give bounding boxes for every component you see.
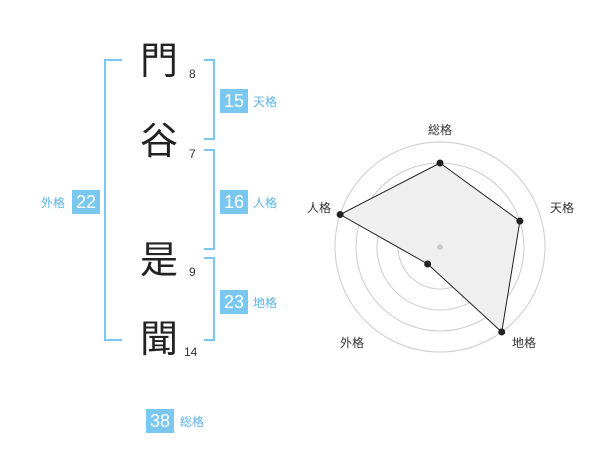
gaikaku-label: 外格 bbox=[41, 196, 66, 210]
name-char-2: 谷 bbox=[140, 119, 179, 163]
gaikaku-value: 22 bbox=[72, 190, 100, 214]
soukaku-value: 38 bbox=[146, 409, 174, 433]
tenkaku-label: 天格 bbox=[253, 95, 278, 109]
radar-center bbox=[437, 244, 443, 250]
jinkaku-value: 16 bbox=[220, 190, 248, 214]
radar-axis-label-chikaku: 地格 bbox=[512, 335, 536, 350]
stroke-count-1: 8 bbox=[189, 67, 196, 81]
fortune-brackets bbox=[104, 59, 215, 341]
stroke-count-3: 9 bbox=[189, 265, 196, 279]
chikaku-label: 地格 bbox=[253, 296, 278, 310]
tenkaku-value: 15 bbox=[220, 89, 248, 113]
radar-point-2 bbox=[498, 328, 506, 336]
radar-axis-label-gaikaku: 外格 bbox=[340, 335, 364, 350]
fortune-radar-chart: 総格 天格 地格 外格 人格 bbox=[307, 122, 574, 353]
radar-axis-label-jinkaku: 人格 bbox=[307, 200, 331, 215]
stroke-count-2: 7 bbox=[189, 147, 196, 161]
stroke-count-4: 14 bbox=[184, 345, 198, 359]
radar-point-1 bbox=[516, 217, 524, 225]
radar-axis-label-soukaku: 総格 bbox=[428, 122, 452, 137]
radar-axis-label-tenkaku: 天格 bbox=[550, 200, 574, 215]
jinkaku-label: 人格 bbox=[253, 196, 278, 210]
radar-points bbox=[336, 159, 524, 336]
chikaku-value: 23 bbox=[220, 290, 248, 314]
name-char-3: 是 bbox=[140, 238, 179, 282]
radar-point-0 bbox=[436, 159, 444, 167]
soukaku-label: 総格 bbox=[180, 415, 205, 429]
radar-area bbox=[339, 162, 521, 333]
name-char-4: 聞 bbox=[140, 317, 179, 361]
name-char-1: 門 bbox=[140, 39, 179, 83]
radar-point-3 bbox=[424, 260, 432, 268]
radar-point-4 bbox=[336, 211, 344, 219]
